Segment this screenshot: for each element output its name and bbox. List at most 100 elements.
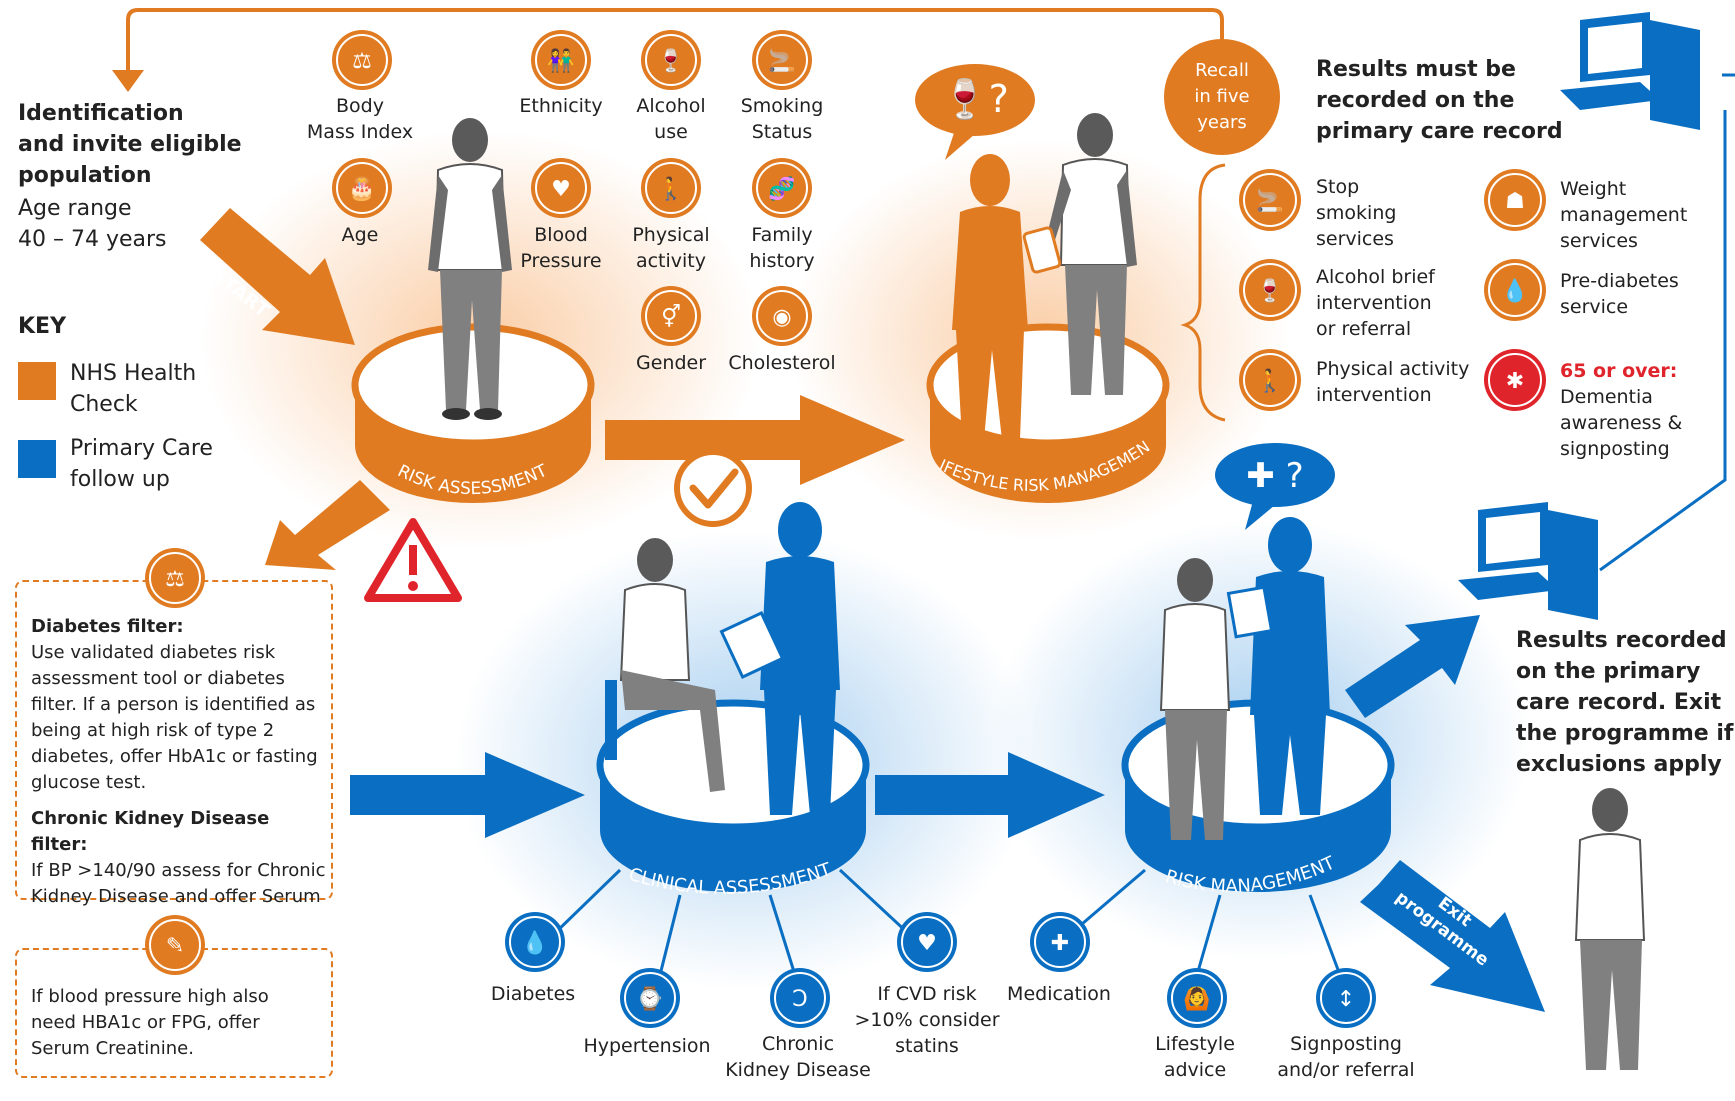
- man-figure: [1047, 113, 1137, 395]
- man-figure: [1159, 558, 1231, 840]
- svg-text:🚶: 🚶: [1256, 368, 1283, 394]
- arrow-to-filters: [265, 480, 390, 570]
- svg-text:◉: ◉: [772, 305, 791, 330]
- bp-monitor-icon: ⌚: [620, 968, 680, 1028]
- medication-icon: ✚: [1030, 912, 1090, 972]
- svg-text:🍷: 🍷: [1256, 278, 1283, 304]
- speech-bubble-medication: ✚ ?: [1215, 443, 1335, 530]
- walking-icon: 🚶: [641, 158, 701, 218]
- svg-text:☗: ☗: [1505, 189, 1525, 214]
- svg-text:🧬: 🧬: [768, 175, 795, 202]
- svg-text:⚥: ⚥: [661, 303, 681, 330]
- heart-pulse-icon: ♥: [531, 158, 591, 218]
- clinical-label-hypertension: Hypertension: [583, 1035, 711, 1057]
- age-range: Age range 40 – 74 years: [18, 196, 167, 252]
- platform-clinical: [596, 699, 870, 892]
- diabetes-ckd-filter-box: [15, 580, 333, 900]
- svg-text:⚖: ⚖: [352, 49, 372, 74]
- svg-text:⚖: ⚖: [165, 567, 185, 592]
- nurse-figure-orange: [952, 154, 1062, 440]
- svg-text:🍷?: 🍷?: [941, 77, 1008, 121]
- arrow-to-record: [1345, 615, 1480, 718]
- blood-drop-icon: 💧: [1484, 259, 1546, 321]
- heart-icon: ♥: [897, 912, 957, 972]
- factor-label-age: Age: [341, 224, 379, 246]
- arrow-to-clinical: [350, 752, 585, 838]
- gender-icon: ⚥: [641, 286, 701, 346]
- svg-text:🎂: 🎂: [348, 175, 375, 202]
- people-icon: 👫: [531, 30, 591, 90]
- check-circle: [674, 449, 752, 527]
- svg-text:👫: 👫: [547, 48, 574, 74]
- check-icon: [689, 468, 739, 509]
- man-figure: [428, 118, 512, 420]
- arrow-to-risk-management: [875, 752, 1105, 838]
- identification-title: Identification and invite eligible popul…: [18, 101, 242, 188]
- clinical-label-diabetes: Diabetes: [490, 983, 576, 1005]
- diabetes-filter-text: Diabetes filter: Use validated diabetes …: [31, 616, 326, 907]
- platform-risk-assessment: [351, 323, 595, 503]
- blood-drop-icon: 💧: [505, 912, 565, 972]
- person-icon: 🙆: [1167, 968, 1227, 1028]
- svg-text:🚬: 🚬: [768, 48, 795, 74]
- recall-loop-arrowhead: [112, 70, 144, 92]
- cholesterol-icon: ◉: [752, 286, 812, 346]
- dna-icon: 🧬: [752, 158, 812, 218]
- scale-icon: ⚖: [332, 30, 392, 90]
- key-title: KEY: [18, 314, 67, 339]
- key-swatch-orange: [18, 362, 56, 400]
- brain-icon: ✱: [1484, 349, 1546, 411]
- speech-bubble-alcohol: 🍷?: [915, 64, 1035, 160]
- svg-text:⌚: ⌚: [636, 986, 663, 1012]
- svg-text:🍷: 🍷: [657, 48, 684, 74]
- svg-text:🚶: 🚶: [657, 176, 684, 202]
- svg-text:✱: ✱: [1506, 369, 1524, 394]
- svg-text:✚: ✚: [1051, 931, 1069, 956]
- connectors: [551, 868, 1342, 976]
- kidney-icon: Ↄ: [770, 968, 830, 1028]
- arrow-to-lifestyle: [605, 395, 905, 485]
- computer-icon: [1458, 502, 1598, 620]
- brace: [1180, 163, 1226, 422]
- svg-text:↕: ↕: [1337, 987, 1355, 1012]
- svg-text:♥: ♥: [917, 931, 937, 956]
- factor-label-cholesterol: Cholesterol: [728, 352, 836, 374]
- management-label-medication: Medication: [1007, 983, 1111, 1005]
- svg-text:✚ ?: ✚ ?: [1246, 456, 1303, 496]
- doctor-figure-blue: [1226, 517, 1330, 815]
- svg-text:🚬: 🚬: [1256, 188, 1283, 214]
- svg-text:♥: ♥: [551, 177, 571, 202]
- svg-text:🙆: 🙆: [1183, 986, 1210, 1012]
- cigarette-icon: 🚬: [752, 30, 812, 90]
- recall-loop-line: [126, 8, 1224, 75]
- svg-text:💧: 💧: [1501, 278, 1528, 304]
- cigarette-icon: 🚬: [1239, 169, 1301, 231]
- cake-icon: 🎂: [332, 158, 392, 218]
- weight-icon: ☗: [1484, 169, 1546, 231]
- seated-man-figure: [605, 538, 725, 792]
- factor-label-gender: Gender: [635, 352, 707, 374]
- exit-arrow: [1360, 860, 1545, 1012]
- key-swatch-blue: [18, 440, 56, 478]
- doctor-figure-blue: [719, 502, 840, 815]
- recall-circle: [1164, 39, 1280, 155]
- glasses-icon: 🍷: [641, 30, 701, 90]
- svg-text:✎: ✎: [166, 934, 184, 959]
- glasses-icon: 🍷: [1239, 259, 1301, 321]
